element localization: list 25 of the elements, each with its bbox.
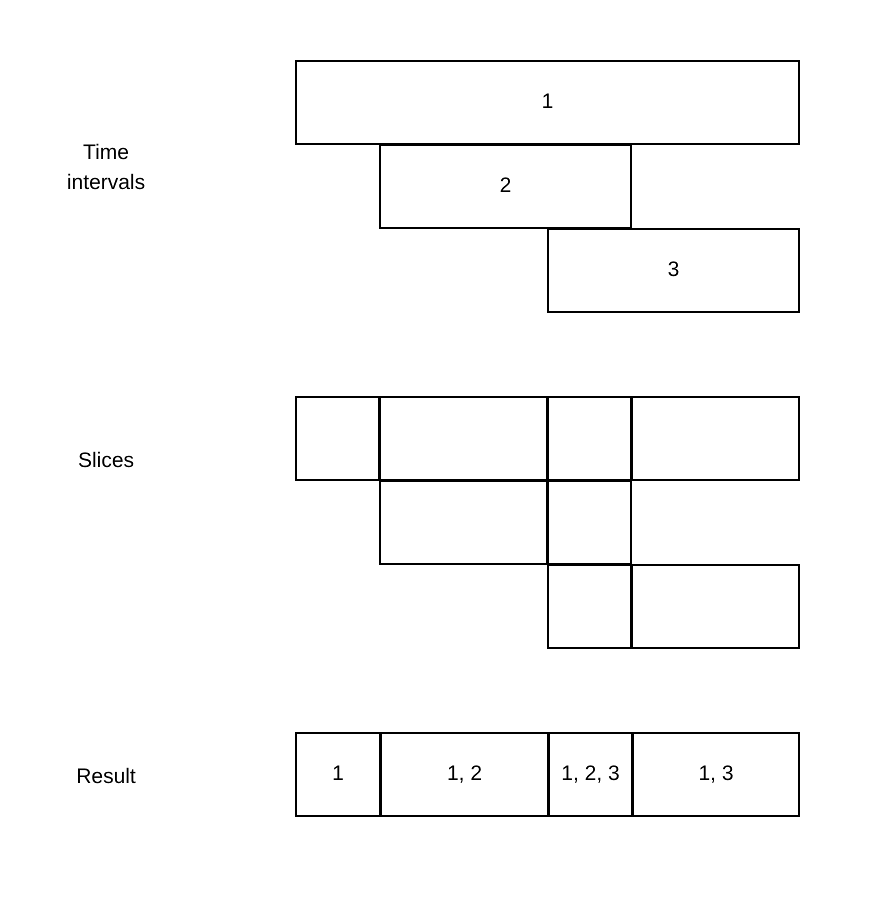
result-label: 1, 3 bbox=[698, 762, 734, 787]
row-label: Time intervals bbox=[66, 140, 146, 196]
slice-box bbox=[547, 480, 632, 565]
result-label: 1 bbox=[332, 762, 344, 787]
result-label: 1, 2 bbox=[446, 762, 482, 787]
result-cell bbox=[548, 732, 633, 817]
result-cell bbox=[295, 732, 381, 817]
row-label: Result bbox=[75, 764, 137, 790]
result-cell bbox=[632, 732, 800, 817]
row-label: Slices bbox=[76, 448, 136, 474]
result-cell bbox=[380, 732, 549, 817]
slice-box bbox=[379, 396, 548, 481]
slice-box bbox=[547, 564, 632, 649]
slice-box bbox=[631, 564, 800, 649]
interval-number: 1 bbox=[542, 90, 554, 115]
interval-box bbox=[547, 228, 800, 313]
interval-number: 2 bbox=[500, 174, 512, 199]
slice-box bbox=[379, 480, 548, 565]
interval-number: 3 bbox=[668, 258, 680, 283]
slice-box bbox=[631, 396, 800, 481]
interval-box bbox=[379, 144, 632, 229]
slice-box bbox=[547, 396, 632, 481]
interval-box bbox=[295, 60, 800, 145]
slice-box bbox=[295, 396, 380, 481]
result-label: 1, 2, 3 bbox=[561, 762, 620, 787]
